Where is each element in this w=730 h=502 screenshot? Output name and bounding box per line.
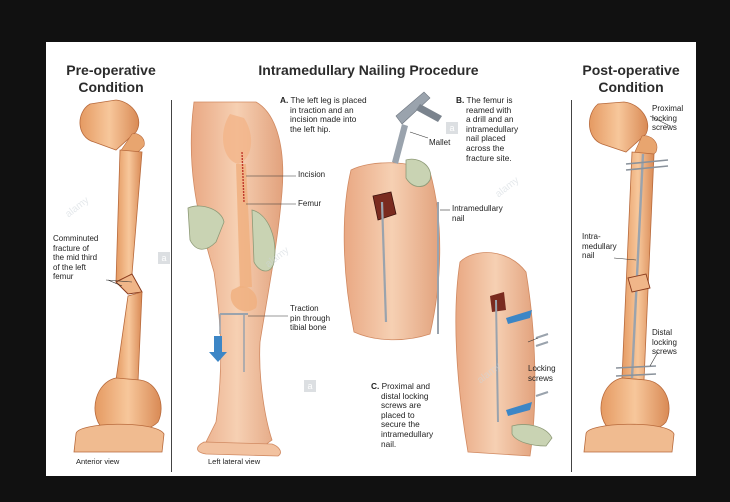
step-c-text: C. Proximal and distal locking screws ar… (371, 381, 434, 449)
locking-screws-label: Locking screws (528, 364, 556, 383)
postop-title-line1: Post-operative (582, 62, 680, 78)
main-title: Intramedullary Nailing Procedure (258, 62, 479, 78)
leg-traction-drawing (187, 101, 284, 457)
step-b-text: B. The femur is reamed with a drill and … (456, 95, 519, 163)
proximal-screws-label: Proximal locking screws (652, 104, 684, 132)
femur-label: Femur (298, 199, 322, 208)
divider-right (571, 100, 572, 472)
incision-label: Incision (298, 170, 326, 179)
intramedullary-nail-label: Intramedullary nail (452, 204, 503, 223)
locking-screws-drawing (455, 252, 553, 457)
preop-femur-drawing (73, 99, 165, 453)
traction-pin-label: Traction pin through tibial bone (290, 304, 331, 332)
divider-left (171, 100, 172, 472)
watermark-logo-icon: a (446, 122, 458, 134)
postop-title-line2: Condition (598, 79, 664, 95)
preop-title: Pre-operative Condition (46, 62, 176, 96)
anterior-view-label: Anterior view (76, 457, 120, 466)
watermark-logo-icon: a (158, 252, 170, 264)
fracture-label: Comminuted fracture of the mid third of … (53, 234, 99, 281)
step-a-text: A. The left leg is placed in traction an… (280, 95, 367, 134)
preop-title-line2: Condition (78, 79, 144, 95)
reaming-drawing (343, 91, 442, 341)
lateral-view-label: Left lateral view (208, 457, 261, 466)
postop-title: Post-operative Condition (566, 62, 696, 96)
illustration-panel: Pre-operative Condition Intramedullary N… (46, 42, 696, 476)
distal-screws-label: Distal locking screws (652, 328, 677, 356)
mallet-label: Mallet (429, 138, 451, 147)
leader-lines (105, 115, 671, 367)
medical-illustration (73, 91, 675, 457)
postop-femur-drawing (583, 101, 675, 453)
postop-nail-label: Intra- medullary nail (582, 232, 617, 260)
preop-title-line1: Pre-operative (66, 62, 156, 78)
watermark-logo-icon: a (304, 380, 316, 392)
